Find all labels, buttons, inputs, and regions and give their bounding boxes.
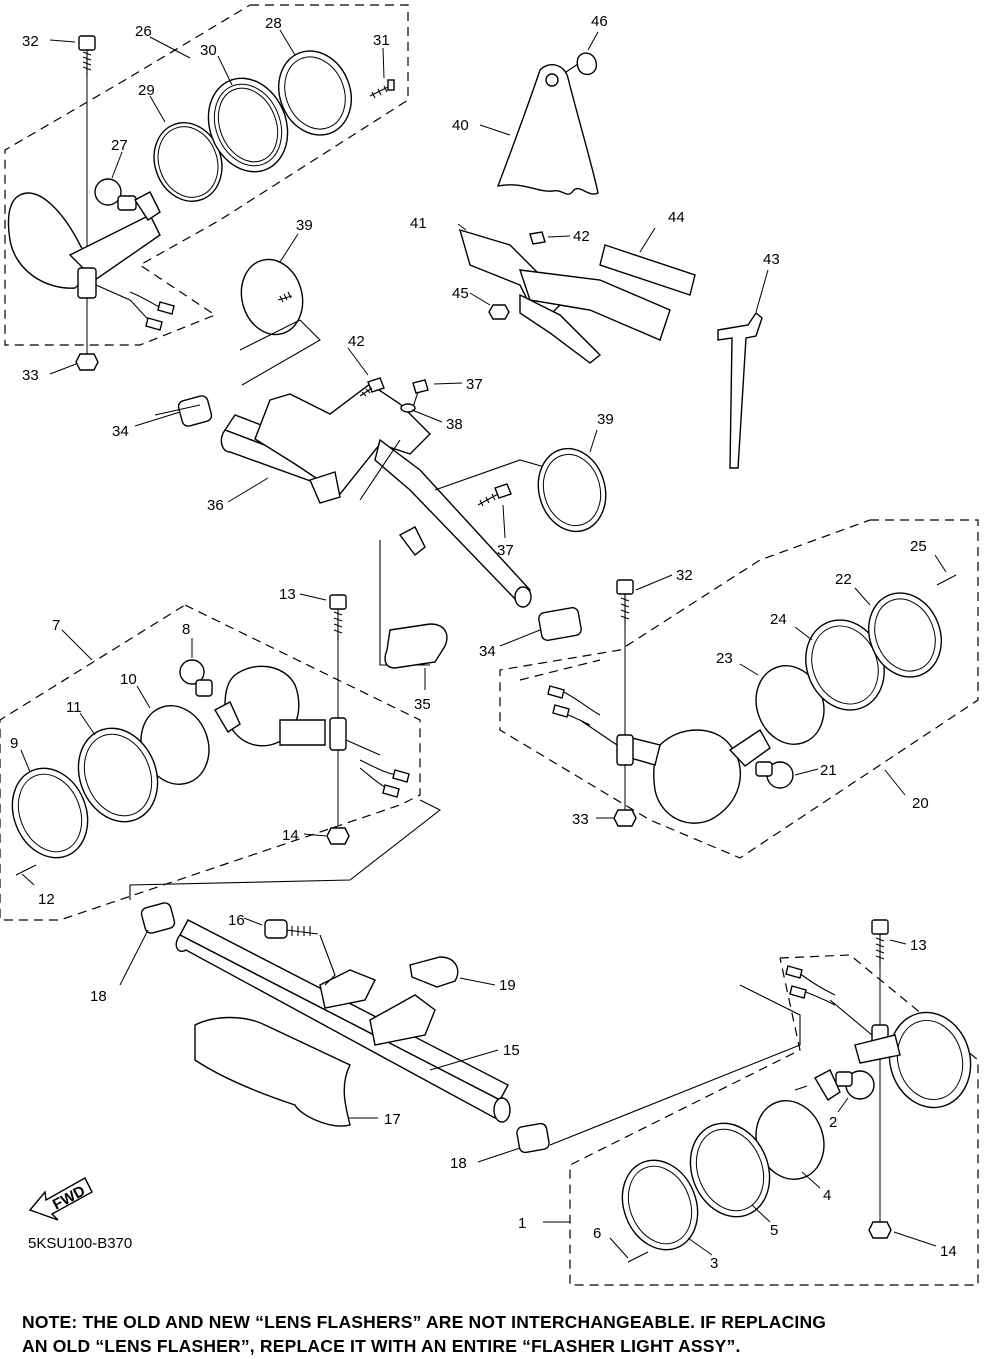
callout-21: 21 bbox=[820, 762, 837, 779]
callout-labels: 32 26 28 30 31 29 27 33 46 40 41 42 44 4… bbox=[10, 13, 957, 1272]
callout-25: 25 bbox=[910, 538, 927, 555]
callout-1: 1 bbox=[518, 1215, 526, 1232]
callout-7: 7 bbox=[52, 617, 60, 634]
cap-39-lower bbox=[537, 447, 607, 533]
diagram-code: 5KSU100-B370 bbox=[28, 1235, 132, 1252]
callout-12: 12 bbox=[38, 891, 55, 908]
callout-31: 31 bbox=[373, 32, 390, 49]
callout-29: 29 bbox=[138, 82, 155, 99]
callout-44: 44 bbox=[668, 209, 685, 226]
callout-17: 17 bbox=[384, 1111, 401, 1128]
plate-44 bbox=[599, 244, 696, 296]
callout-15: 15 bbox=[503, 1042, 520, 1059]
callout-33: 33 bbox=[572, 811, 589, 828]
bolt-32 bbox=[78, 35, 96, 75]
callout-16: 16 bbox=[228, 912, 245, 929]
callout-2: 2 bbox=[829, 1114, 837, 1131]
note-line-2: AN OLD “LENS FLASHER”, REPLACE IT WITH A… bbox=[22, 1336, 741, 1356]
callout-32: 32 bbox=[676, 567, 693, 584]
callout-11: 11 bbox=[66, 699, 82, 716]
forward-direction-arrow: FWD bbox=[28, 1177, 93, 1221]
callout-43: 43 bbox=[763, 251, 780, 268]
callout-13: 13 bbox=[279, 586, 296, 603]
lens-28 bbox=[278, 50, 352, 136]
callout-14: 14 bbox=[282, 827, 299, 844]
interchangeability-note: NOTE: THE OLD AND NEW “LENS FLASHERS” AR… bbox=[22, 1310, 972, 1358]
grommet-34-lower bbox=[538, 606, 582, 642]
callout-37: 37 bbox=[466, 376, 483, 393]
callout-28: 28 bbox=[265, 15, 282, 32]
callout-32: 32 bbox=[22, 33, 39, 50]
callout-39: 39 bbox=[296, 217, 313, 234]
callout-45: 45 bbox=[452, 285, 469, 302]
lower-stay-assembly bbox=[119, 902, 801, 1163]
callout-36: 36 bbox=[207, 497, 224, 514]
callout-27: 27 bbox=[111, 137, 128, 154]
callout-33: 33 bbox=[22, 367, 39, 384]
callout-18: 18 bbox=[90, 988, 107, 1005]
callout-14: 14 bbox=[940, 1243, 957, 1260]
clamp-35 bbox=[384, 623, 448, 669]
callout-24: 24 bbox=[770, 611, 787, 628]
callout-34: 34 bbox=[479, 643, 496, 660]
callout-20: 20 bbox=[912, 795, 929, 812]
callout-42: 42 bbox=[573, 228, 590, 245]
license-bracket-assembly bbox=[457, 31, 769, 469]
callout-39: 39 bbox=[597, 411, 614, 428]
flasher-housing bbox=[7, 192, 175, 331]
callout-30: 30 bbox=[200, 42, 217, 59]
callout-13: 13 bbox=[910, 937, 927, 954]
callout-6: 6 bbox=[593, 1225, 601, 1242]
bulb-27 bbox=[94, 178, 137, 211]
callout-23: 23 bbox=[716, 650, 733, 667]
cap-39-upper bbox=[240, 258, 304, 336]
callout-37: 37 bbox=[497, 542, 514, 559]
cable-tie-43 bbox=[717, 311, 763, 469]
callout-46: 46 bbox=[591, 13, 608, 30]
callout-35: 35 bbox=[414, 696, 431, 713]
callout-9: 9 bbox=[10, 735, 18, 752]
callout-18: 18 bbox=[450, 1155, 467, 1172]
callout-22: 22 bbox=[835, 571, 852, 588]
note-line-1: NOTE: THE OLD AND NEW “LENS FLASHERS” AR… bbox=[22, 1312, 827, 1332]
cover-40 bbox=[496, 64, 599, 195]
callout-19: 19 bbox=[499, 977, 516, 994]
front-right-flasher-assembly bbox=[543, 919, 979, 1286]
callout-38: 38 bbox=[446, 416, 463, 433]
callout-41: 41 bbox=[410, 215, 427, 232]
callout-34: 34 bbox=[112, 423, 129, 440]
callout-3: 3 bbox=[710, 1255, 718, 1272]
callout-10: 10 bbox=[120, 671, 137, 688]
callout-5: 5 bbox=[770, 1222, 778, 1239]
front-left-flasher-assembly bbox=[0, 593, 442, 921]
rear-left-flasher-assembly bbox=[4, 4, 409, 375]
center-bracket-assembly bbox=[134, 233, 607, 690]
rear-right-flasher-assembly bbox=[499, 519, 979, 859]
callout-40: 40 bbox=[452, 117, 469, 134]
grommet-34-upper bbox=[177, 395, 213, 427]
callout-8: 8 bbox=[182, 621, 190, 638]
callout-26: 26 bbox=[135, 23, 152, 40]
callout-4: 4 bbox=[823, 1187, 831, 1204]
callout-42: 42 bbox=[348, 333, 365, 350]
